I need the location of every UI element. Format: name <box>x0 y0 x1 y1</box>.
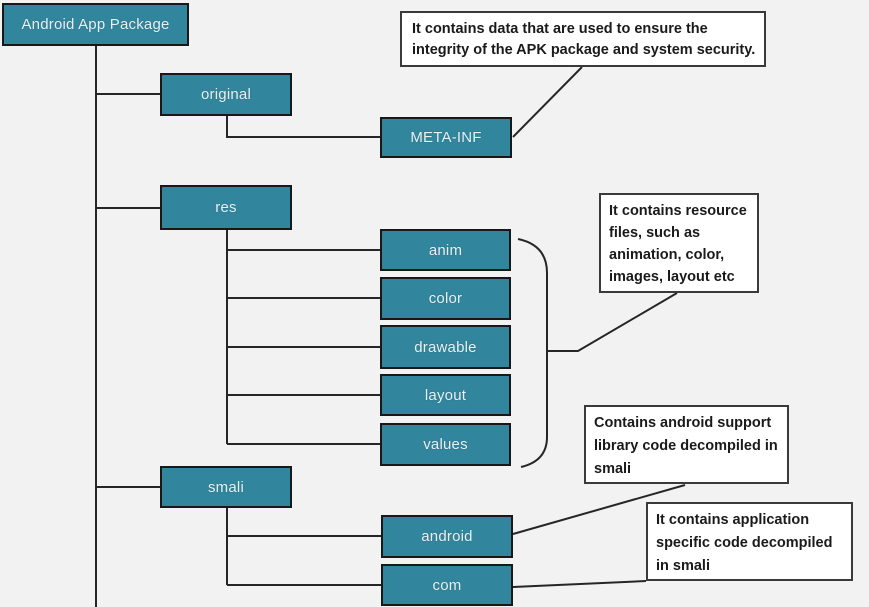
leader-metainf-note <box>512 66 583 138</box>
node-meta-inf: META-INF <box>380 117 512 158</box>
node-com: com <box>381 564 513 606</box>
leader-android-note <box>512 484 686 535</box>
node-values: values <box>380 423 511 466</box>
callout-com-note: It contains application specific code de… <box>646 502 853 581</box>
res-group-brace <box>517 238 548 468</box>
callout-android-note: Contains android support library code de… <box>584 405 789 484</box>
leader-res-note <box>567 292 678 352</box>
leader-com-note <box>512 580 647 588</box>
node-res: res <box>160 185 292 230</box>
node-android: android <box>381 515 513 558</box>
elbow-original-metainf <box>226 116 380 138</box>
node-color: color <box>380 277 511 320</box>
callout-res-note: It contains resource files, such as anim… <box>599 193 759 293</box>
node-layout: layout <box>380 374 511 416</box>
node-android-app-package: Android App Package <box>2 3 189 46</box>
node-anim: anim <box>380 229 511 271</box>
node-drawable: drawable <box>380 325 511 369</box>
node-smali: smali <box>160 466 292 508</box>
node-original: original <box>160 73 292 116</box>
callout-meta-inf-note: It contains data that are used to ensure… <box>400 11 766 67</box>
